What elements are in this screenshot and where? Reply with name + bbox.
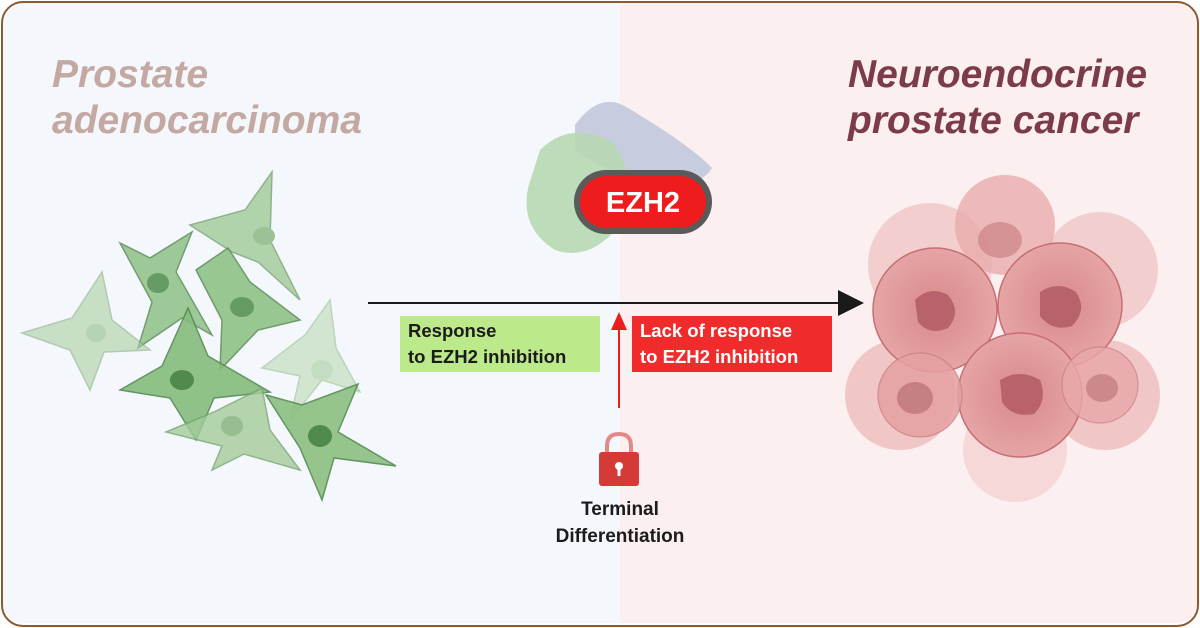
neuroendocrine-title-line1: Neuroendocrine [848, 53, 1148, 96]
neuroendocrine-cell [957, 332, 1083, 458]
response-label-line2: to EZH2 inhibition [408, 346, 567, 367]
neuroendocrine-cell-cluster [845, 175, 1160, 502]
neuroendocrine-title: Neuroendocrine prostate cancer [848, 52, 1147, 144]
lock-icon [599, 431, 639, 486]
neuroendocrine-cell [1061, 346, 1139, 424]
terminal-label-line1: Terminal [581, 499, 659, 520]
spindle-cell [260, 298, 362, 421]
adenocarcinoma-title: Prostate adenocarcinoma [52, 52, 362, 144]
lack-of-response-label: Lack of response to EZH2 inhibition [632, 316, 832, 372]
ezh2-pill [580, 176, 706, 228]
neuroendocrine-cell [877, 352, 963, 438]
spindle-cell [163, 386, 302, 472]
spindle-cell [19, 270, 153, 392]
lack-of-response-label-line2: to EZH2 inhibition [640, 346, 799, 367]
spindle-cell [264, 382, 397, 503]
ezh2-label: EZH2 [606, 187, 680, 219]
response-label: Response to EZH2 inhibition [400, 316, 600, 372]
spindle-cell [117, 306, 273, 442]
progression-arrow [368, 290, 864, 316]
terminal-differentiation-label: Terminal Differentiation [530, 496, 710, 550]
adenocarcinoma-title-line1: Prostate [52, 53, 209, 96]
response-label-line1: Response [408, 320, 497, 341]
spindle-cell [195, 246, 302, 372]
adenocarcinoma-title-line2: adenocarcinoma [52, 99, 362, 142]
lack-of-response-label-line1: Lack of response [640, 320, 793, 341]
terminal-label-line2: Differentiation [555, 526, 685, 547]
adenocarcinoma-cells [19, 169, 397, 503]
spindle-cell [188, 169, 301, 301]
terminal-differentiation-arrow [611, 312, 627, 408]
neuroendocrine-title-line2: prostate cancer [848, 99, 1139, 142]
ezh2-complex: EZH2 [526, 101, 712, 253]
